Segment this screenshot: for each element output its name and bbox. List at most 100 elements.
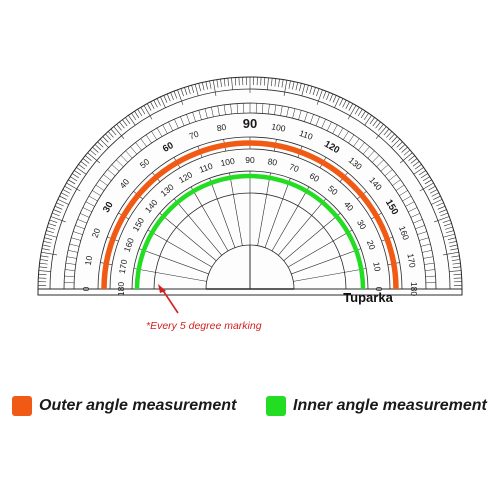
inner-band-tick	[425, 275, 436, 277]
degree-tick	[227, 78, 229, 87]
inner-band-tick	[174, 118, 179, 129]
degree-tick	[51, 212, 60, 217]
degree-tick	[305, 85, 309, 93]
degree-tick	[102, 136, 109, 143]
radial-spoke	[271, 186, 310, 252]
degree-tick	[357, 109, 363, 117]
degree-tick	[41, 248, 50, 251]
degree-tick	[60, 192, 69, 197]
radial-spoke	[257, 172, 271, 246]
degree-tick	[134, 111, 140, 119]
inner-band-tick	[332, 124, 338, 134]
legend-inner: Inner angle measurement	[266, 393, 487, 419]
degree-tick	[125, 117, 131, 125]
inner-band-tick	[99, 179, 108, 186]
inner-band-tick	[192, 112, 196, 122]
degree-tick	[97, 141, 104, 148]
degree-tick	[194, 84, 199, 96]
degree-tick	[271, 78, 273, 87]
inner-scale-label: 100	[220, 156, 236, 168]
degree-tick	[42, 244, 51, 247]
degree-tick	[401, 146, 408, 153]
inner-band-tick	[73, 231, 83, 235]
degree-tick	[413, 167, 424, 175]
degree-tick	[399, 152, 413, 164]
radial-spoke	[147, 229, 213, 268]
degree-tick	[56, 202, 64, 207]
inner-band-tick	[405, 201, 415, 207]
degree-tick	[48, 223, 57, 227]
degree-tick	[216, 79, 219, 88]
degree-tick	[119, 121, 125, 129]
inner-band-tick	[65, 262, 76, 265]
outer-scale-label: 0	[81, 286, 91, 291]
degree-tick	[66, 182, 81, 192]
inner-band-tick	[399, 190, 408, 196]
inner-band-tick	[286, 107, 289, 117]
degree-tick	[137, 109, 143, 117]
radial-spoke	[287, 229, 353, 268]
degree-tick	[398, 144, 406, 151]
degree-tick	[446, 230, 454, 234]
radial-spoke	[283, 212, 341, 261]
degree-tick	[434, 216, 450, 223]
inner-scale-label: 0	[374, 287, 384, 292]
outer-scale-label: 160	[397, 225, 411, 242]
degree-tick	[443, 233, 455, 238]
degree-tick	[173, 90, 178, 99]
outer-scale-label: 170	[405, 253, 417, 269]
inner-scale-label: 10	[371, 261, 383, 272]
degree-tick	[419, 182, 434, 192]
degree-tick	[231, 77, 233, 90]
inner-band-tick	[64, 275, 75, 277]
inner-band-tick	[236, 103, 238, 114]
degree-tick	[442, 251, 459, 256]
degree-tick	[150, 101, 155, 110]
degree-tick	[113, 126, 125, 140]
inner-band-tick	[420, 243, 431, 247]
inner-band-tick	[130, 146, 138, 155]
degree-tick	[375, 121, 381, 129]
inner-band-tick	[388, 174, 397, 181]
degree-tick	[431, 192, 440, 197]
inner-band-tick	[280, 105, 283, 116]
degree-tick	[451, 255, 460, 258]
inner-band-tick	[111, 164, 120, 172]
degree-tick	[288, 80, 291, 89]
inner-band-tick	[79, 213, 90, 218]
inner-band-tick	[204, 108, 208, 119]
degree-tick	[43, 241, 52, 244]
inner-scale-label: 170	[117, 258, 129, 274]
degree-tick	[40, 255, 49, 258]
degree-tick	[342, 99, 347, 108]
degree-tick	[184, 87, 188, 96]
inner-band-tick	[95, 184, 105, 191]
degree-tick	[62, 189, 71, 194]
inner-band-tick	[423, 256, 434, 259]
degree-tick	[202, 82, 205, 91]
inner-band-tick	[85, 201, 95, 207]
degree-tick	[410, 158, 418, 164]
outer-scale-label: 90	[243, 116, 257, 131]
inner-band-tick	[419, 237, 429, 241]
inner-band-tick	[64, 269, 75, 271]
degree-tick	[375, 126, 387, 140]
degree-tick	[403, 149, 411, 156]
degree-tick	[116, 124, 122, 131]
degree-tick	[369, 117, 375, 125]
outer-scale-label: 10	[83, 255, 95, 266]
legend-inner-label: Inner angle measurement	[293, 397, 487, 414]
degree-tick	[163, 95, 168, 103]
degree-tick	[347, 105, 357, 120]
degree-tick	[40, 259, 49, 261]
degree-tick	[263, 77, 266, 86]
inner-band-tick	[103, 174, 112, 181]
radial-spoke	[173, 198, 222, 256]
inner-band-tick	[353, 138, 360, 147]
degree-tick	[212, 80, 217, 97]
degree-tick	[131, 113, 137, 121]
legend-outer-label: Outer angle measurement	[39, 397, 237, 414]
outer-scale-label: 100	[271, 121, 287, 133]
outer-scale-label: 180	[409, 282, 419, 296]
radial-spoke	[278, 198, 327, 256]
